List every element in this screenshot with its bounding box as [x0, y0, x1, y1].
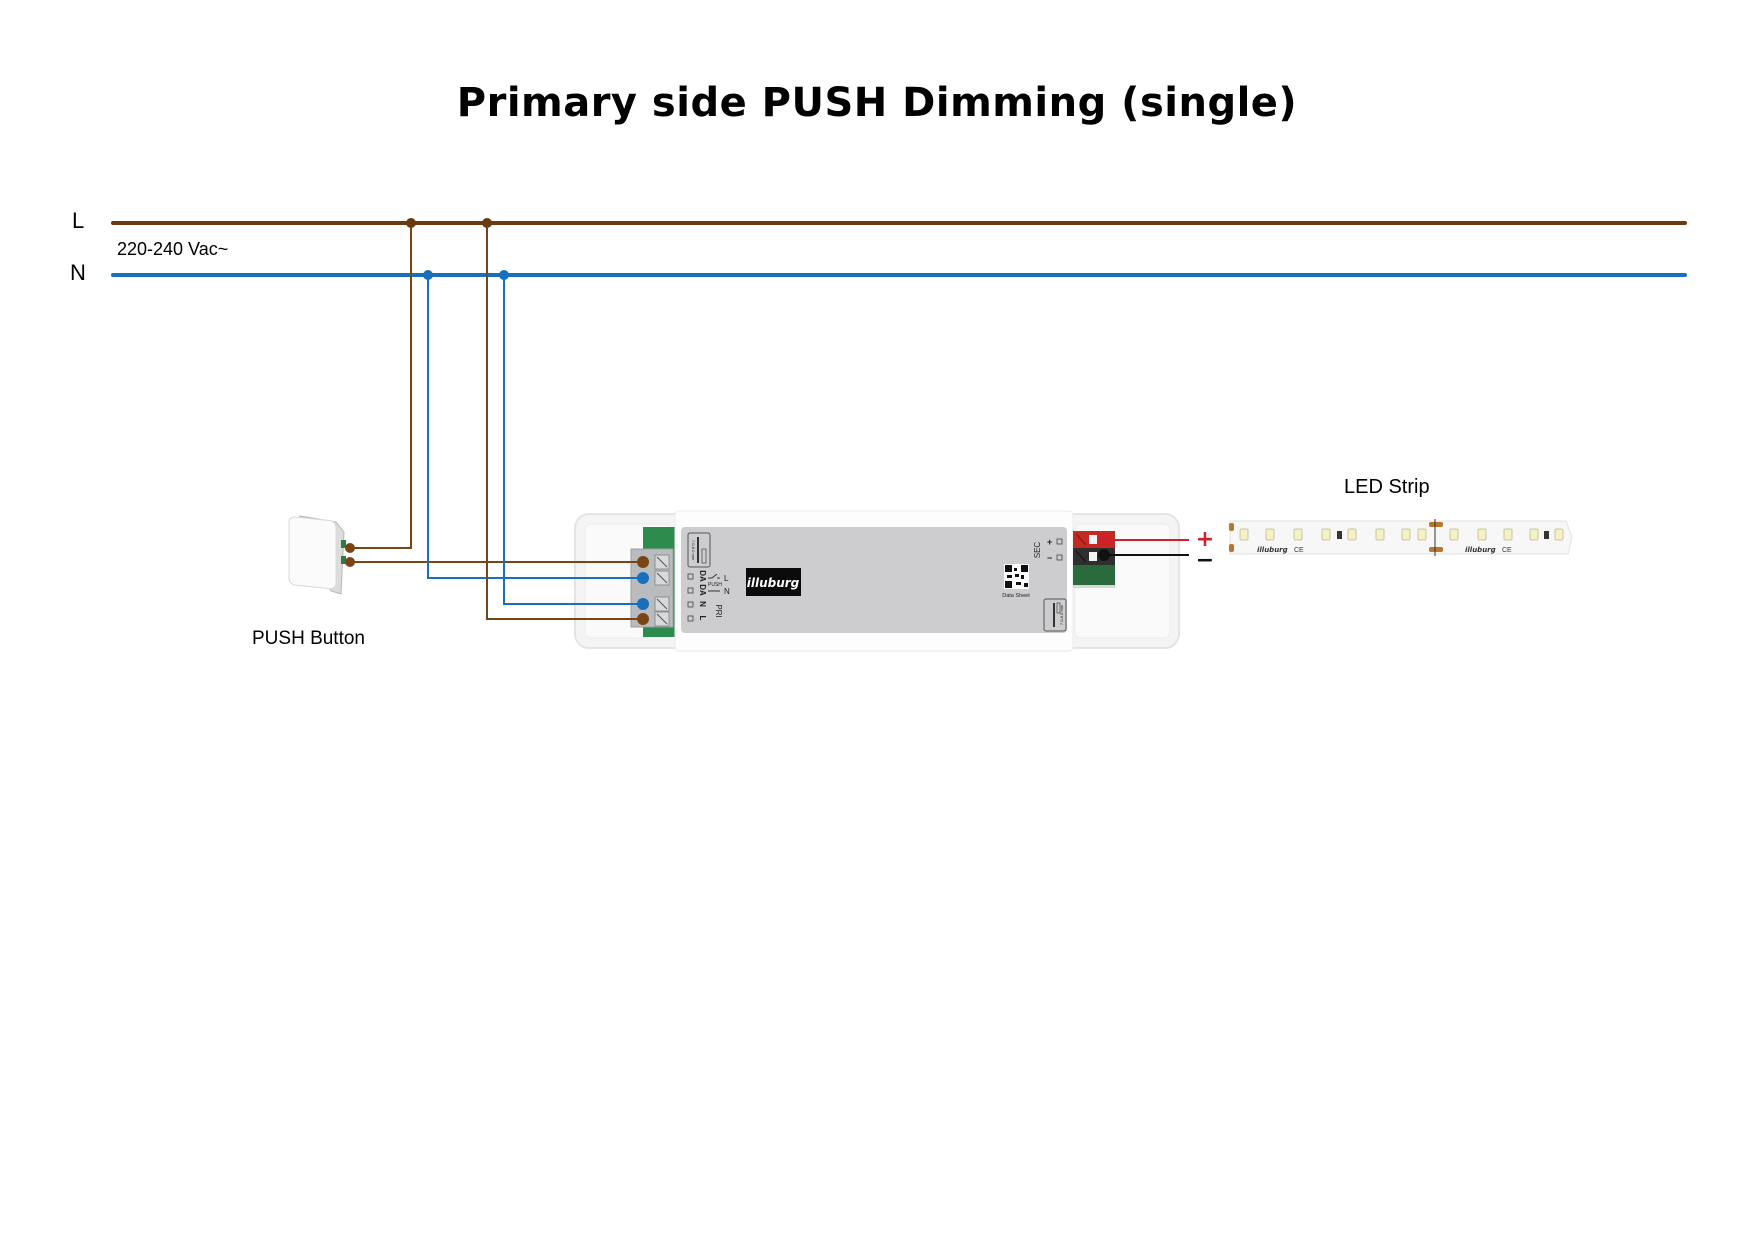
diagram-title: Primary side PUSH Dimming (single): [456, 80, 1298, 126]
push-n-label: N: [724, 587, 730, 596]
push-switch-symbol: [708, 573, 720, 579]
primary-terminal-legend: [687, 573, 694, 622]
led-chip: [1293, 528, 1303, 541]
terminal-da1-label: DA: [698, 570, 707, 582]
wire-line-to-push-button: [350, 223, 412, 549]
output-plus-sign: +: [1196, 527, 1214, 552]
sec-plus-label: +: [1047, 537, 1052, 547]
junction-dot: [423, 270, 433, 280]
strip-ce-print-1: CE: [1294, 547, 1304, 554]
sec-label: SEC: [1033, 542, 1042, 559]
terminal-da2-label: DA: [698, 584, 707, 596]
strip-ce-print-2: CE: [1502, 547, 1512, 554]
strip-brand-print-1: illuburg: [1257, 546, 1288, 554]
output-negative-dot: [1098, 549, 1110, 561]
led-chip: [1554, 528, 1564, 541]
terminal-n-label: N: [698, 601, 707, 607]
led-chip: [1265, 528, 1275, 541]
led-strip-label: LED Strip: [1344, 476, 1430, 498]
terminal-dot: [345, 557, 355, 567]
svg-text:illuburg: illuburg: [747, 576, 800, 590]
terminal-dot: [637, 613, 649, 625]
neutral-label: N: [70, 260, 86, 285]
strip-gauge-right-icon: [1043, 598, 1067, 632]
strip-brand-print-2: illuburg: [1465, 546, 1496, 554]
strip-length-right-label: 7.0-8.0 mm: [1059, 604, 1064, 625]
led-chip: [1401, 528, 1411, 541]
terminal-dot: [637, 598, 649, 610]
resistor: [1544, 531, 1549, 539]
pri-label: PRI: [714, 604, 723, 617]
datasheet-qr-code: [1004, 564, 1029, 589]
push-l-label: L: [724, 574, 729, 583]
line-label: L: [72, 208, 85, 233]
secondary-connector: [1073, 531, 1115, 585]
terminal-l-label: L: [698, 616, 707, 621]
illuburg-logo: illuburg: [746, 568, 801, 596]
led-strip: illuburg CE illuburg CE: [1229, 519, 1573, 556]
terminal-dot: [637, 572, 649, 584]
junction-dot: [499, 270, 509, 280]
led-chip: [1375, 528, 1385, 541]
driver-label-plate: [681, 527, 1067, 633]
led-chip: [1477, 528, 1487, 541]
terminal-dot: [345, 543, 355, 553]
junction-dot: [406, 218, 416, 228]
led-chip: [1503, 528, 1513, 541]
junction-dot: [482, 218, 492, 228]
led-driver: 7.0-8.0 mm DA DA N L L PUSH N PRI illubu…: [574, 510, 1180, 652]
wire-neutral-to-driver: [503, 275, 643, 605]
led-chip: [1321, 528, 1331, 541]
output-minus-sign: −: [1196, 548, 1214, 573]
voltage-label: 220-240 Vac~: [117, 239, 229, 259]
strip-gauge-left-icon: [687, 532, 711, 568]
pcb-right-bottom: [1073, 585, 1115, 588]
qr-caption: Data Sheet: [1002, 593, 1030, 599]
push-button[interactable]: [288, 515, 346, 595]
resistor: [1337, 531, 1342, 539]
output-positive-dot: [1098, 534, 1110, 546]
wire-line-to-driver: [486, 223, 643, 620]
terminal-dot: [637, 556, 649, 568]
sec-minus-label: −: [1047, 553, 1052, 563]
strip-length-left-label: 7.0-8.0 mm: [691, 540, 696, 561]
led-chip: [1347, 528, 1357, 541]
wire-neutral-to-push-n: [427, 275, 643, 579]
led-chip: [1239, 528, 1249, 541]
led-chip: [1417, 528, 1427, 541]
push-button-label: PUSH Button: [252, 628, 365, 649]
led-chip: [1529, 528, 1539, 541]
led-chip-group: [1239, 528, 1564, 541]
led-chip: [1449, 528, 1459, 541]
push-label: PUSH: [708, 582, 722, 588]
